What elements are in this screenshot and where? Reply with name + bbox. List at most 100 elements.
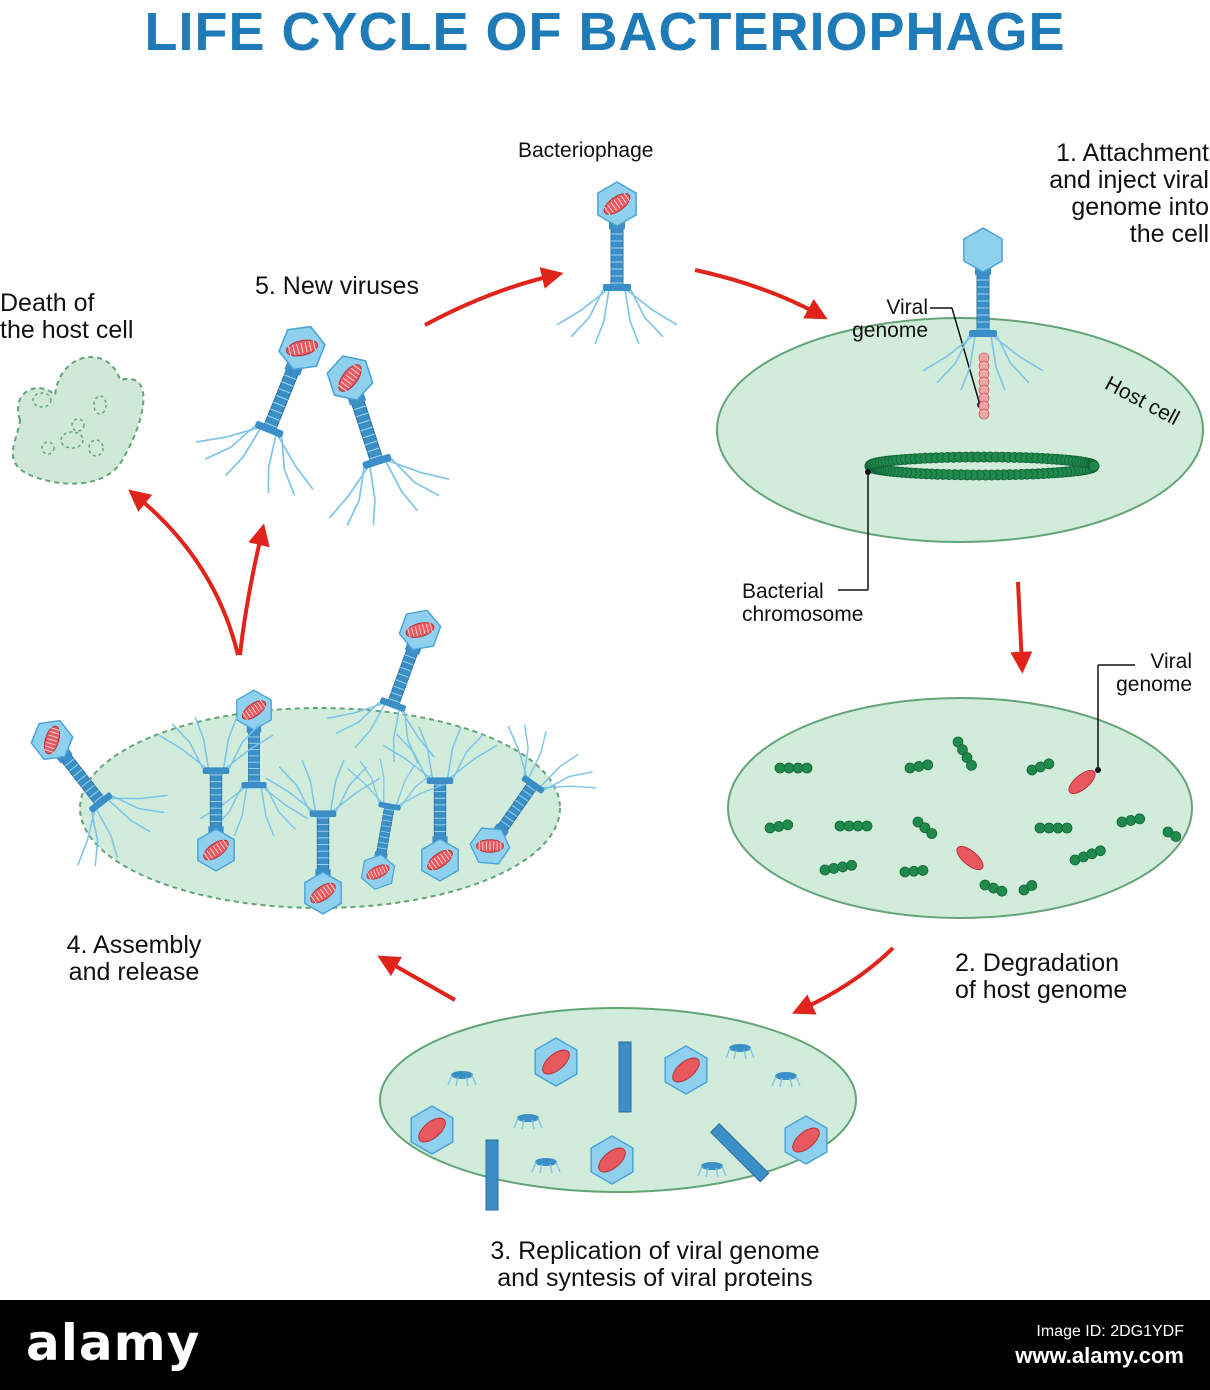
label-death: Death of the host cell [0,290,200,344]
stock-info: Image ID: 2DG1YDF www.alamy.com [1015,1320,1184,1368]
arrow-4-to-5 [238,523,270,656]
life-cycle-art [11,181,1204,1211]
diagram: LIFE CYCLE OF BACTERIOPHAGE Bacteriophag… [0,2,1209,1292]
capsid-head [410,1105,454,1155]
footer-bar: alamy Image ID: 2DG1YDF www.alamy.com [0,1300,1210,1390]
label-bacterial-chromosome: Bacterial chromosome [742,580,902,626]
label-step-3-line: and syntesis of viral proteins [497,1264,813,1292]
arrow-phage-to-1 [694,268,828,320]
label-step-4: 4. Assembly and release [30,932,238,986]
label-step-4-line: and release [68,958,200,986]
assembling-phage [469,724,597,865]
tail-segment [485,1139,499,1211]
cell-debris [60,431,84,449]
leader-viral-genome-1b [951,307,981,406]
new-virus-left [195,325,326,496]
cell-debris [32,392,52,408]
arrow-2-to-3 [791,946,895,1015]
label-step-2-line: of host genome [955,976,1128,1004]
host-genome-fragment [904,759,934,774]
leader-dot-viral-genome-2 [1095,767,1101,773]
degraded-cell [727,697,1193,919]
base-plate [513,1114,543,1130]
base-plate [725,1044,755,1060]
capsid-head [664,1045,708,1095]
page-title: LIFE CYCLE OF BACTERIOPHAGE [144,2,1066,62]
dynamic-shapes [30,181,1182,1211]
label-viral-genome-2-line: genome [1116,673,1192,696]
capsid-head [784,1115,828,1165]
host-genome-fragment [819,859,857,876]
host-genome-fragment [764,819,794,834]
host-genome-fragment [912,816,938,839]
label-bacteriophage: Bacteriophage [518,139,654,162]
assembling-phage [382,726,498,882]
assembling-phage [30,719,168,867]
assembling-phage [265,759,381,915]
capsid-head [590,1135,634,1185]
label-step-4-line: 4. Assembly [66,931,202,959]
free-bacteriophage [556,181,678,345]
cell-debris [93,395,107,415]
base-plate [531,1158,561,1174]
arrow-3-to-4 [377,955,456,1002]
label-step-3-line: 3. Replication of viral genome [490,1237,820,1265]
host-genome-fragment [952,736,977,771]
arrow-4-to-death [128,489,240,656]
label-viral-genome-2-line: Viral [1150,650,1192,673]
cell-debris [88,439,104,457]
assembling-phage [347,758,443,891]
label-death-line: Death of [0,289,95,317]
tail-segment [618,1041,632,1113]
cell-debris [41,441,55,455]
label-step-1: 1. Attachment and inject viral genome in… [960,140,1209,248]
stock-url: www.alamy.com [1015,1343,1184,1368]
host-cell [716,317,1204,543]
capsid-head [534,1037,578,1087]
injected-viral-genome [978,408,990,420]
label-step-1-line: genome into [1071,193,1209,221]
label-viral-genome-1-line: Viral [886,296,928,319]
host-genome-fragment [1018,880,1038,896]
label-step-5: 5. New viruses [255,272,419,300]
label-viral-genome-1: Viral genome [820,296,928,342]
host-genome-fragment [979,879,1008,897]
label-step-3: 3. Replication of viral genome and synte… [420,1238,890,1292]
assembling-phage [327,609,442,764]
viral-genome-fragment [1068,769,1096,795]
label-step-1-line: the cell [1129,220,1209,248]
assembling-phage [158,716,274,872]
label-bacterial-chromosome-line: Bacterial [742,580,824,603]
label-step-1-line: 1. Attachment [1056,139,1209,167]
viral-genome-fragment [956,845,984,871]
host-genome-fragment [1034,822,1073,834]
dead-host-cell [11,356,145,485]
leader-dot-chromosome [865,469,871,475]
new-virus-right [326,355,450,526]
label-step-1-line: and inject viral [1049,166,1209,194]
label-viral-genome-1-line: genome [852,319,928,342]
host-genome-fragment [1162,826,1182,842]
host-genome-fragment [834,820,873,832]
host-genome-fragment [1069,845,1106,866]
label-step-2-line: 2. Degradation [955,949,1120,977]
label-viral-genome-2: Viral genome [1090,650,1192,696]
arrow-5-to-phage [424,267,564,327]
label-step-2: 2. Degradation of host genome [955,950,1175,1004]
cell-debris [71,418,85,432]
host-genome-fragment [1026,758,1055,776]
base-plate [771,1072,801,1088]
host-genome-fragment [899,865,929,878]
host-genome-fragment [1116,813,1146,828]
label-death-line: the host cell [0,316,134,344]
base-plate [697,1162,727,1178]
bacterial-chromosome [864,451,1100,481]
brand-logo: alamy [26,1314,201,1372]
label-bacterial-chromosome-line: chromosome [742,603,864,626]
base-plate [447,1071,477,1087]
tail-segment [710,1123,770,1183]
image-id: Image ID: 2DG1YDF [1036,1323,1184,1340]
attaching-phage [922,227,1044,391]
host-genome-fragment [774,762,813,774]
arrow-1-to-2 [1010,581,1033,674]
